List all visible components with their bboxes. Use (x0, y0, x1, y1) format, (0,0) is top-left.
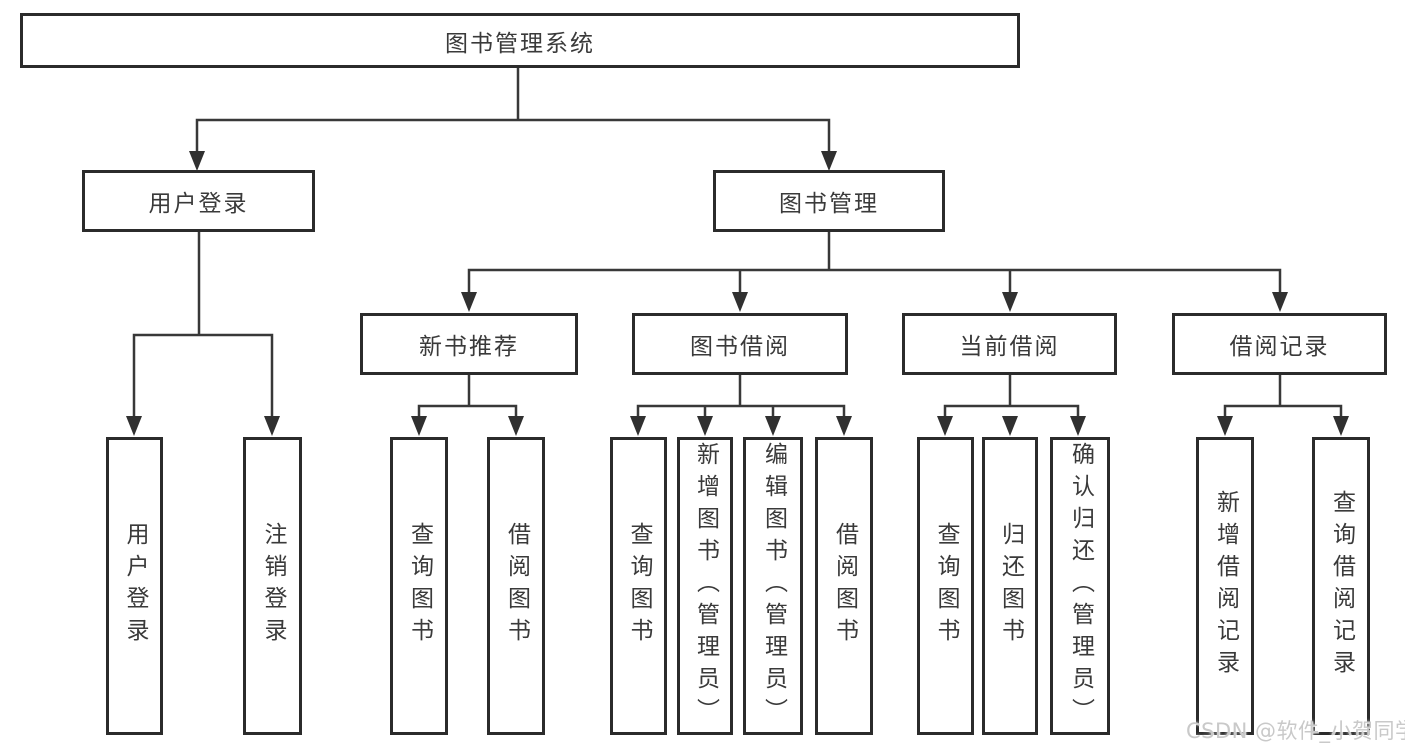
leaf-add-borrow-record: 新增借阅记录 (1196, 437, 1254, 735)
leaf-label: 用户登录 (122, 522, 148, 650)
leaf-return-books: 归还图书 (982, 437, 1038, 735)
csdn-watermark: CSDN @软件_小贺同学 (1186, 719, 1405, 743)
node-label: 新书推荐 (419, 334, 519, 360)
leaf-query-books-recommend: 查询图书 (390, 437, 448, 735)
leaf-label: 确认归还（管理员） (1067, 442, 1094, 730)
leaf-label: 归还图书 (997, 522, 1024, 650)
node-label: 用户登录 (148, 191, 249, 217)
leaf-label: 注销登录 (260, 522, 286, 650)
leaf-label: 借阅图书 (503, 522, 530, 650)
node-label: 借阅记录 (1229, 334, 1330, 360)
leaf-query-borrow-record: 查询借阅记录 (1312, 437, 1370, 735)
leaf-label: 新增借阅记录 (1212, 490, 1239, 682)
node-label: 图书管理系统 (445, 30, 595, 57)
leaf-logout: 注销登录 (243, 437, 302, 735)
leaf-borrow-books: 借阅图书 (815, 437, 873, 735)
node-library-management-system: 图书管理系统 (20, 13, 1020, 68)
node-label: 当前借阅 (959, 334, 1060, 360)
leaf-user-login: 用户登录 (106, 437, 163, 735)
leaf-add-books-admin: 新增图书（管理员） (677, 437, 733, 735)
leaf-label: 查询图书 (406, 522, 433, 650)
leaf-label: 查询图书 (933, 522, 959, 650)
node-book-borrowing: 图书借阅 (632, 313, 848, 375)
node-new-book-recommendation: 新书推荐 (360, 313, 578, 375)
node-label: 图书管理 (779, 191, 879, 217)
leaf-label: 查询图书 (626, 522, 652, 650)
node-user-login: 用户登录 (82, 170, 315, 232)
leaf-label: 新增图书（管理员） (692, 442, 719, 730)
leaf-label: 查询借阅记录 (1328, 490, 1355, 682)
leaf-borrow-books-recommend: 借阅图书 (487, 437, 545, 735)
node-book-management: 图书管理 (713, 170, 945, 232)
node-current-borrowing: 当前借阅 (902, 313, 1117, 375)
leaf-query-books-borrowing: 查询图书 (610, 437, 667, 735)
node-label: 图书借阅 (690, 334, 790, 360)
leaf-confirm-return-admin: 确认归还（管理员） (1050, 437, 1110, 735)
leaf-label: 借阅图书 (831, 522, 858, 650)
leaf-query-books-current: 查询图书 (917, 437, 974, 735)
leaf-label: 编辑图书（管理员） (760, 442, 787, 730)
leaf-edit-books-admin: 编辑图书（管理员） (743, 437, 803, 735)
node-borrowing-records: 借阅记录 (1172, 313, 1387, 375)
